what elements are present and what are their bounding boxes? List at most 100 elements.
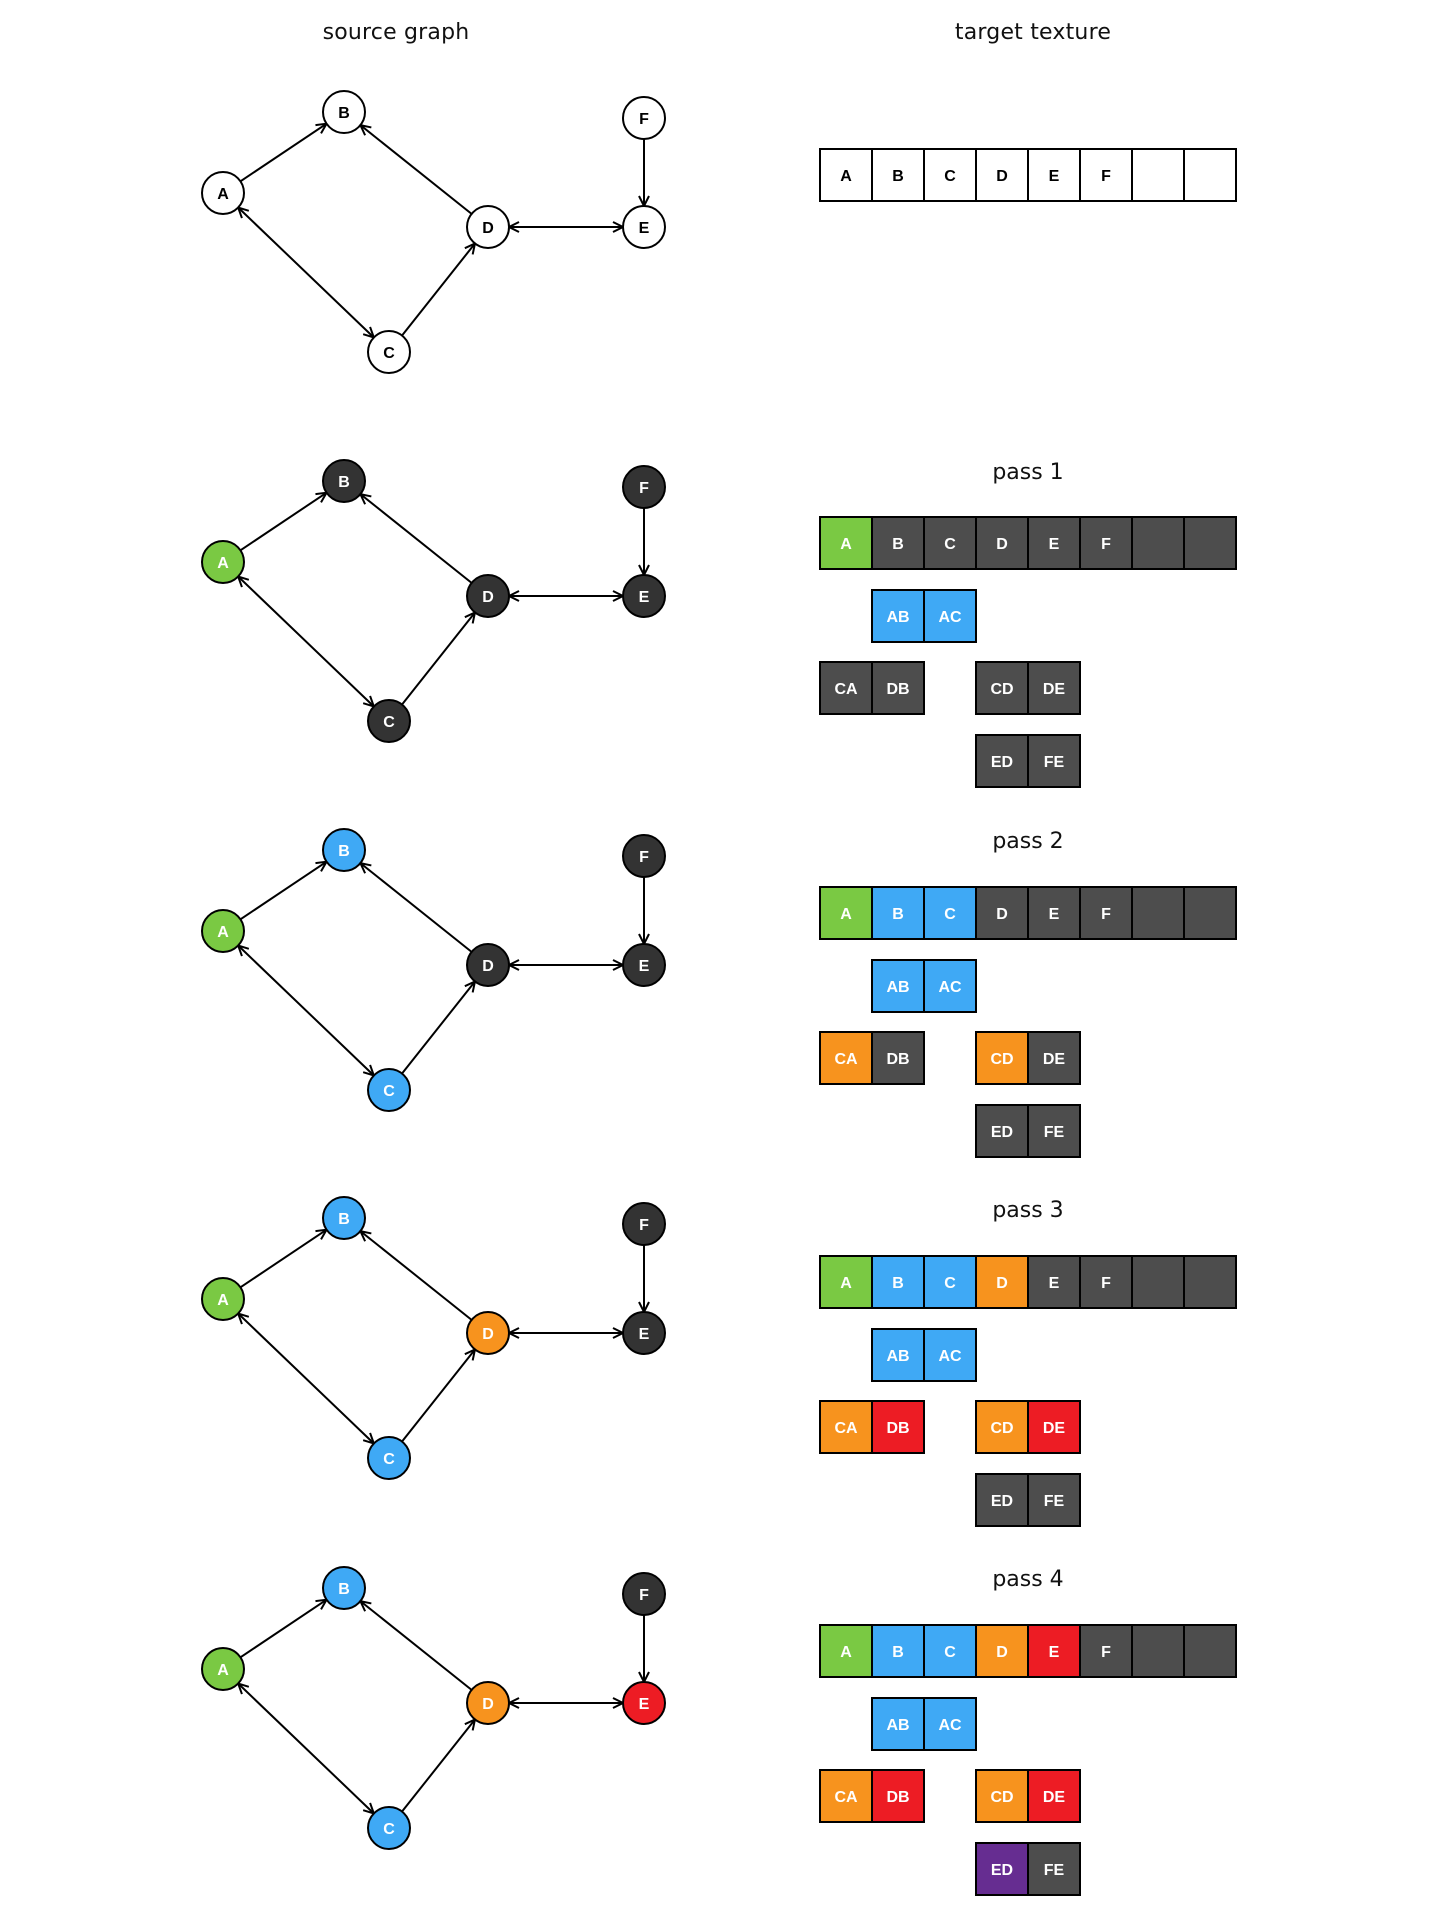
svg-text:AB: AB <box>886 1348 909 1365</box>
svg-text:E: E <box>1049 1275 1060 1292</box>
texture-cell: E <box>1027 886 1081 940</box>
svg-text:CD: CD <box>990 1051 1013 1068</box>
svg-text:DB: DB <box>886 681 909 698</box>
svg-text:CD: CD <box>990 1789 1013 1806</box>
edge-A-C <box>238 1314 374 1444</box>
edge-A-B <box>239 493 326 552</box>
svg-text:D: D <box>996 168 1008 185</box>
texture-cell: E <box>1027 516 1081 570</box>
svg-text:B: B <box>892 1644 904 1661</box>
svg-text:AB: AB <box>886 979 909 996</box>
svg-text:CA: CA <box>834 681 858 698</box>
node-label: F <box>639 1587 649 1604</box>
texture-cell <box>1131 148 1185 202</box>
svg-text:CA: CA <box>834 1051 858 1068</box>
texture-cell: F <box>1079 1255 1133 1309</box>
texture-cell: E <box>1027 1624 1081 1678</box>
node-E: E <box>622 943 666 987</box>
node-label: F <box>639 480 649 497</box>
node-label: A <box>217 186 229 203</box>
texture-cell: A <box>819 886 873 940</box>
svg-text:D: D <box>996 536 1008 553</box>
node-label: C <box>383 1821 395 1838</box>
edge-cell-ED: ED <box>975 1842 1029 1896</box>
node-E: E <box>622 1681 666 1725</box>
node-label: D <box>482 958 494 975</box>
texture-cell <box>1131 1255 1185 1309</box>
node-A: A <box>201 1277 245 1321</box>
texture-cell: A <box>819 516 873 570</box>
svg-text:ED: ED <box>991 1493 1013 1510</box>
edge-cell-CA: CA <box>819 1031 873 1085</box>
svg-text:FE: FE <box>1044 1124 1065 1141</box>
svg-text:AC: AC <box>938 1348 962 1365</box>
texture-cell: D <box>975 1624 1029 1678</box>
edge-cell-DB: DB <box>871 1400 925 1454</box>
node-label: C <box>383 345 395 362</box>
svg-text:B: B <box>892 906 904 923</box>
node-C: C <box>367 1806 411 1850</box>
svg-text:D: D <box>996 1644 1008 1661</box>
node-label: B <box>338 843 350 860</box>
svg-text:ED: ED <box>991 754 1013 771</box>
edge-cell-AB: AB <box>871 1697 925 1751</box>
svg-text:DE: DE <box>1043 1051 1066 1068</box>
node-F: F <box>622 1202 666 1246</box>
node-A: A <box>201 540 245 584</box>
texture-cell: F <box>1079 1624 1133 1678</box>
node-label: E <box>639 1326 650 1343</box>
edge-D-B <box>360 1231 473 1321</box>
svg-text:CA: CA <box>834 1789 858 1806</box>
svg-text:E: E <box>1049 1644 1060 1661</box>
node-E: E <box>622 1311 666 1355</box>
texture-cell: C <box>923 1255 977 1309</box>
edge-cell-AC: AC <box>923 589 977 643</box>
node-D: D <box>466 943 510 987</box>
edge-A-B <box>239 124 326 183</box>
node-label: A <box>217 555 229 572</box>
node-label: C <box>383 1083 395 1100</box>
node-F: F <box>622 1572 666 1616</box>
edge-A-C <box>238 946 374 1076</box>
node-B: B <box>322 459 366 503</box>
svg-text:FE: FE <box>1044 1493 1065 1510</box>
edge-cell-CD: CD <box>975 1400 1029 1454</box>
edge-cell-AB: AB <box>871 589 925 643</box>
svg-text:C: C <box>944 168 956 185</box>
svg-text:E: E <box>1049 168 1060 185</box>
texture-cell: C <box>923 886 977 940</box>
node-label: B <box>338 1211 350 1228</box>
edge-cell-FE: FE <box>1027 1842 1081 1896</box>
edge-D-B <box>360 125 473 215</box>
texture-cell: A <box>819 1624 873 1678</box>
svg-text:A: A <box>840 168 852 185</box>
svg-text:DE: DE <box>1043 1420 1066 1437</box>
texture-cell: A <box>819 148 873 202</box>
texture-cell: F <box>1079 886 1133 940</box>
node-label: B <box>338 474 350 491</box>
node-label: E <box>639 958 650 975</box>
svg-text:AB: AB <box>886 609 909 626</box>
svg-text:ED: ED <box>991 1862 1013 1879</box>
node-A: A <box>201 909 245 953</box>
svg-text:E: E <box>1049 906 1060 923</box>
svg-text:E: E <box>1049 536 1060 553</box>
texture-cell: E <box>1027 148 1081 202</box>
edge-A-B <box>239 1230 326 1289</box>
edge-cell-DB: DB <box>871 661 925 715</box>
node-F: F <box>622 465 666 509</box>
texture-cell: D <box>975 516 1029 570</box>
svg-text:A: A <box>840 536 852 553</box>
texture-cell <box>1183 1624 1237 1678</box>
svg-text:FE: FE <box>1044 754 1065 771</box>
texture-cell: C <box>923 516 977 570</box>
edge-D-B <box>360 863 473 953</box>
pass-1-label: pass 1 <box>992 460 1064 485</box>
svg-text:DB: DB <box>886 1420 909 1437</box>
